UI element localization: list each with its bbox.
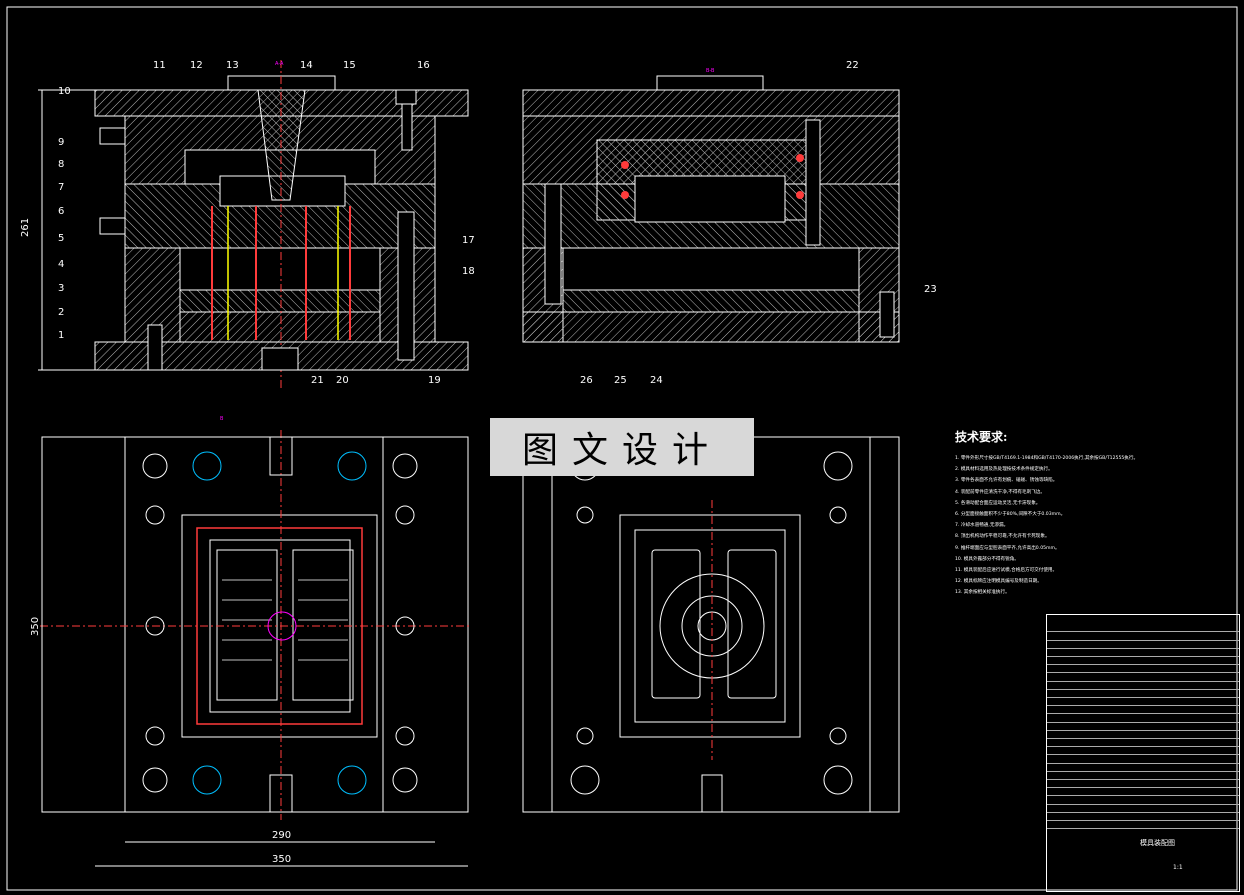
title-block-row: [1047, 730, 1239, 739]
section-mark-b: B: [220, 416, 224, 422]
title-block-row: [1047, 713, 1239, 723]
title-block-row: [1047, 697, 1239, 707]
tech-note: 1. 零件外形尺寸按GB/T4169.1-1984和GB/T4170-2006执…: [955, 456, 1139, 461]
label-1: 1: [58, 330, 64, 341]
title-block-row: [1047, 779, 1239, 789]
title-block-row: [1047, 722, 1239, 731]
label-14: 14: [300, 60, 313, 71]
label-20: 20: [336, 375, 349, 386]
title-block-row: [1047, 763, 1239, 772]
tech-requirements-title: 技术要求:: [955, 430, 1008, 444]
label-23: 23: [924, 284, 937, 295]
section-mark-bb: B-B: [706, 68, 715, 74]
label-5: 5: [58, 233, 64, 244]
title-block-row: [1047, 664, 1239, 674]
plan-dimensions: 290 350 350: [30, 617, 291, 865]
title-block-scale: 1:1: [1173, 864, 1183, 871]
title-block-row: [1047, 623, 1239, 633]
label-6: 6: [58, 206, 64, 217]
label-18: 18: [462, 266, 475, 277]
label-17: 17: [462, 235, 475, 246]
tech-requirements: 技术要求: 1. 零件外形尺寸按GB/T4169.1-1984和GB/T4170…: [955, 428, 1235, 599]
section-view-left: [38, 60, 469, 390]
tech-note: 8. 顶出机构动作平稳可靠,不允许有卡死现象。: [955, 534, 1050, 540]
tech-note: 9. 推杆端面应与型腔表面平齐,允许高出0.05mm。: [955, 545, 1060, 551]
label-8: 8: [58, 159, 64, 170]
title-block-row: [1047, 689, 1239, 698]
title-block-row: [1047, 812, 1239, 821]
label-7: 7: [58, 182, 64, 193]
label-16: 16: [417, 60, 430, 71]
title-block-row: [1047, 804, 1239, 813]
title-block-row: [1047, 681, 1239, 690]
title-block-row: [1047, 795, 1239, 805]
title-block-row: [1047, 820, 1239, 830]
title-block-row: [1047, 631, 1239, 641]
tech-note: 12. 模具标牌应注明模具编号及制造日期。: [955, 579, 1042, 585]
title-block: [1046, 614, 1240, 892]
title-block-row: [1047, 787, 1239, 797]
part-labels-right: 22 23 24 25 26 B-B A-A B: [220, 60, 937, 422]
title-block-row: [1047, 672, 1239, 682]
title-block-row: [1047, 746, 1239, 756]
tech-note: 2. 模具材料选用及热处理按技术条件规定执行。: [955, 467, 1053, 473]
section-view-right: [522, 75, 900, 343]
tech-note: 7. 冷却水道畅通,无渗漏。: [955, 523, 1009, 529]
dim-290: 290: [272, 830, 291, 841]
title-block-row: [1047, 640, 1239, 649]
tech-note: 6. 分型面接触面积不少于80%,间隙不大于0.03mm。: [955, 512, 1066, 518]
label-19: 19: [428, 375, 441, 386]
drawing-frame: [6, 6, 1238, 891]
label-10: 10: [58, 86, 71, 97]
label-12: 12: [190, 60, 203, 71]
dim-350-height: 350: [30, 617, 41, 636]
title-block-row: [1047, 738, 1239, 748]
label-4: 4: [58, 259, 64, 270]
tech-note: 4. 装配前零件应清洗干净,不得有毛刺飞边。: [955, 489, 1045, 495]
label-25: 25: [614, 375, 627, 386]
label-13: 13: [226, 60, 239, 71]
tech-note: 11. 模具装配后应进行试模,合格后方可交付使用。: [955, 568, 1058, 574]
title-block-row: [1047, 656, 1239, 666]
label-22: 22: [846, 60, 859, 71]
label-2: 2: [58, 307, 64, 318]
tech-note: 3. 零件各表面不允许有划痕、磕碰、锈蚀等缺陷。: [955, 478, 1058, 484]
dim-350-width: 350: [272, 854, 291, 865]
title-block-row: [1047, 771, 1239, 780]
label-3: 3: [58, 283, 64, 294]
watermark: 图文设计: [490, 418, 754, 476]
section-mark-aa: A-A: [275, 61, 284, 67]
tech-note: 13. 其余按相关标准执行。: [955, 590, 1010, 596]
tech-note: 5. 各滑动配合面应运动灵活,无卡滞现象。: [955, 500, 1041, 506]
label-11: 11: [153, 60, 166, 71]
plan-view-right: [522, 436, 900, 813]
label-21: 21: [311, 375, 324, 386]
label-26: 26: [580, 375, 593, 386]
dim-261: 261: [20, 218, 31, 237]
tech-note: 10. 模具外露部分不得有锐角。: [955, 556, 1019, 562]
title-block-row: [1047, 705, 1239, 715]
title-block-row: [1047, 754, 1239, 764]
title-block-row: [1047, 648, 1239, 657]
plan-view-left: [40, 430, 470, 867]
label-15: 15: [343, 60, 356, 71]
part-labels-left: 11 12 13 14 15 16 10 9 8 7 6 5 4 3 2 1 1…: [20, 60, 475, 386]
title-block-name: 模具装配图: [1140, 839, 1175, 847]
label-9: 9: [58, 137, 64, 148]
label-24: 24: [650, 375, 663, 386]
